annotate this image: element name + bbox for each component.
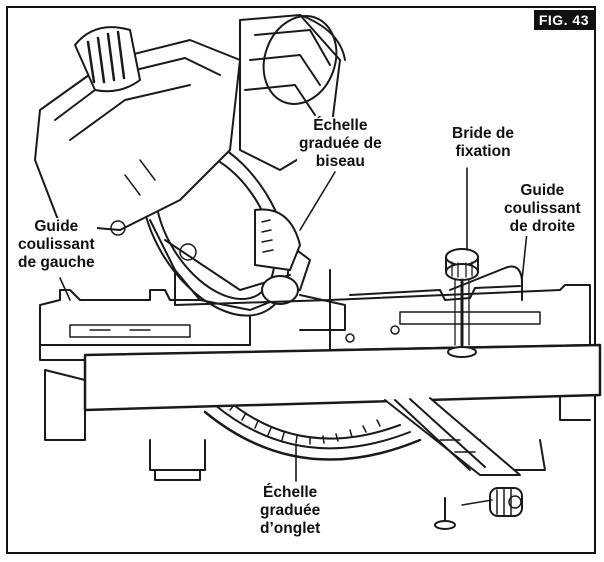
figure-number-badge: FIG. 43 <box>533 10 594 30</box>
label-line: coulissant <box>18 236 95 253</box>
workpiece <box>83 343 602 412</box>
label-line: Guide <box>34 218 79 235</box>
leader-bevel-scale <box>299 171 336 231</box>
label-line: de gauche <box>18 254 95 271</box>
leader-left-fence <box>59 277 71 301</box>
slide-rail <box>384 397 523 530</box>
label-line: biseau <box>315 153 365 170</box>
label-bevel-scale: Échelle graduée de biseau <box>297 117 384 171</box>
label-line: Bride de <box>452 125 515 142</box>
label-line: graduée <box>260 502 321 519</box>
label-line: coulissant <box>504 200 581 217</box>
label-right-fence: Guide coulissant de droite <box>502 182 583 236</box>
label-clamp: Bride de fixation <box>450 125 517 161</box>
turntable <box>44 369 591 481</box>
right-fence <box>329 284 591 351</box>
leader-right-fence <box>521 231 528 281</box>
label-left-fence: Guide coulissant de gauche <box>16 218 97 272</box>
label-miter-scale: Échelle graduée d’onglet <box>258 484 323 538</box>
label-line: de droite <box>509 218 576 235</box>
label-line: Échelle <box>313 117 368 134</box>
label-line: Guide <box>520 182 565 199</box>
label-line: d’onglet <box>260 520 321 537</box>
leader-lines <box>59 167 528 482</box>
label-line: graduée de <box>299 135 382 152</box>
label-line: Échelle <box>263 484 318 501</box>
label-line: fixation <box>455 143 511 160</box>
hold-down-clamp <box>445 248 523 358</box>
saw-head <box>34 14 346 331</box>
figure-frame <box>6 6 596 554</box>
